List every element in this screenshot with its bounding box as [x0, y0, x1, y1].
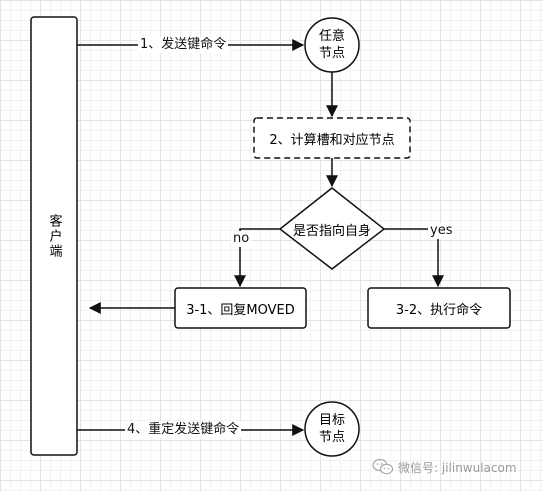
target-node-label: 目标 节点 [318, 413, 345, 445]
no-label: no [231, 231, 252, 247]
watermark: 微信号: jilinwulacom [372, 458, 517, 476]
resend-cmd-label: 4、重定发送键命令 [125, 422, 242, 438]
client: 客户端 [31, 17, 77, 455]
decision-diamond [278, 187, 386, 270]
edge-no [234, 228, 280, 288]
compute-label: 2、计算槽和对应节点 [269, 132, 395, 148]
any-node-label: 任意 节点 [318, 29, 345, 61]
execute-label: 3-2、执行命令 [395, 302, 483, 318]
execute-box [367, 287, 511, 329]
client-label: 客户端 [46, 213, 62, 259]
reply-moved-label: 3-1、回复MOVED [186, 302, 295, 318]
target-node-circle [304, 401, 360, 457]
watermark-text: 微信号: jilinwulacom [398, 460, 517, 475]
wechat-icon [372, 458, 394, 475]
compute-box [253, 117, 411, 159]
decision-label: 是否指向自身 [292, 223, 371, 239]
client-box [30, 16, 78, 456]
send-cmd-label: 1、发送键命令 [138, 37, 229, 53]
yes-label: yes [428, 223, 455, 239]
